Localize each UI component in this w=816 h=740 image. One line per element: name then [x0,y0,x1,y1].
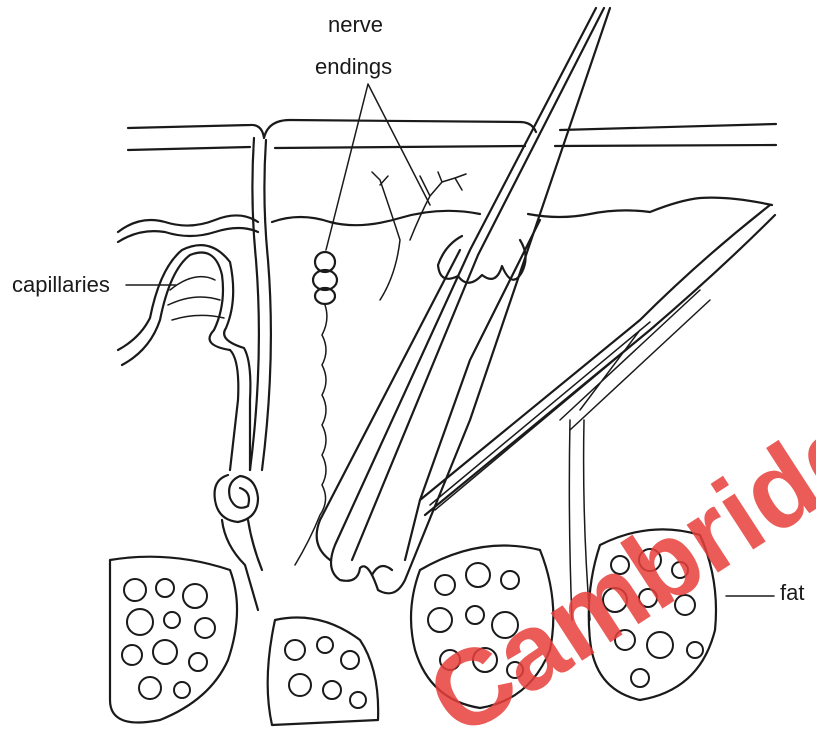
label-nerve-endings-line1: nerve [328,12,383,37]
hair-follicle [317,8,610,593]
label-capillaries: capillaries [12,272,110,297]
watermark: Cambridge [407,351,816,740]
label-nerve-endings-line2: endings [315,54,392,79]
sweat-duct [250,138,271,470]
label-fat: fat [780,580,804,605]
capillary-loop [118,245,262,610]
